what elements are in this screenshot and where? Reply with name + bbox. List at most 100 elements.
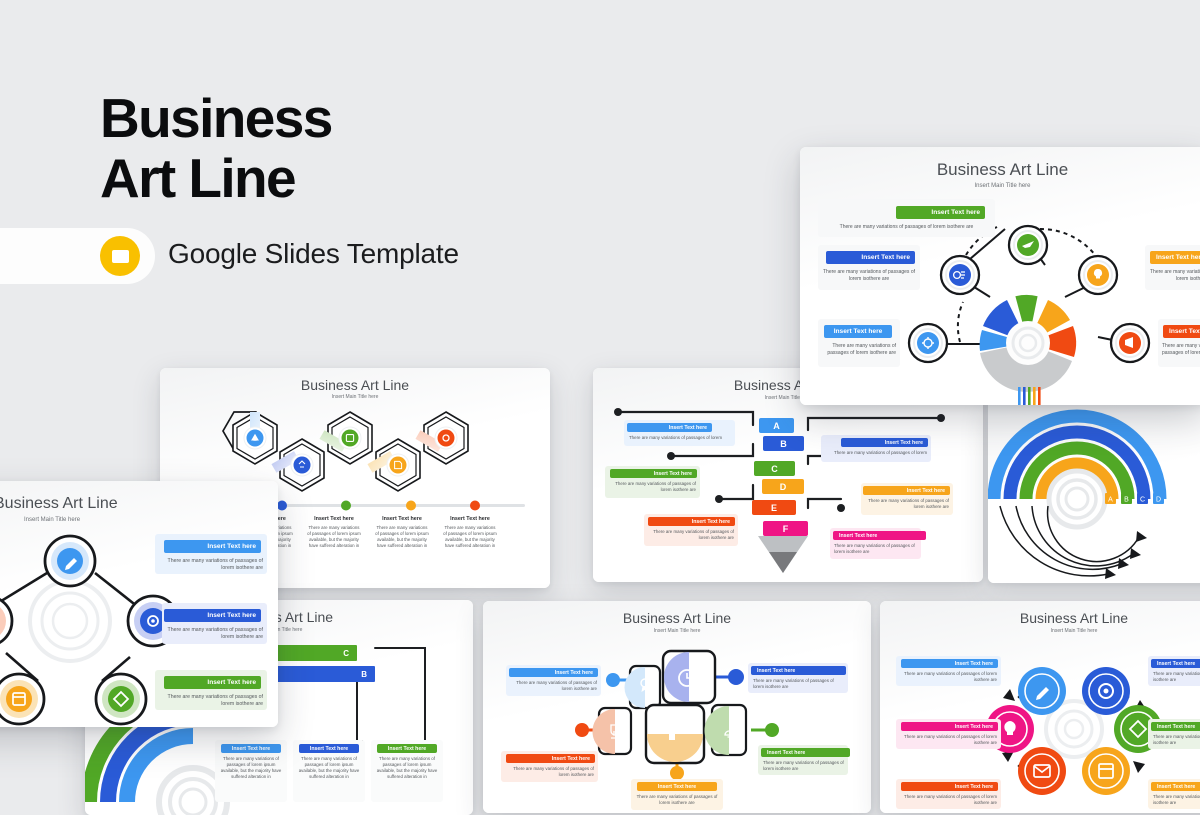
step-letter-a[interactable]: A [759,418,794,433]
page-title: Business Art Line [622,610,732,626]
card-body: There are many variations of passages of… [834,543,915,554]
slide-rounded-square-cluster[interactable]: Business Art Line Insert Main Title here… [483,601,871,813]
list-item[interactable]: Insert Text here There are many variatio… [821,435,931,462]
card-label: Insert Text here [1150,251,1200,264]
hexagon-timeline-graphic [222,411,525,511]
list-item[interactable]: Insert Text here There are many variatio… [1148,719,1200,749]
step-letter-b[interactable]: B [763,436,804,451]
page-title: Business Art Line [0,495,118,512]
card-body: There are many variations of passages of… [839,224,974,230]
list-item[interactable]: Insert Text here There are many variatio… [155,670,267,710]
card-label: Insert Text here [901,782,998,791]
card-label: Insert Text here [901,659,998,668]
list-item[interactable]: Insert Text here There are many variatio… [818,245,920,290]
page-subtitle: Insert Main Title here [24,517,81,523]
list-item[interactable]: Insert Text here There are many variatio… [1148,779,1200,809]
slide-six-step-cycle[interactable]: Business Art Line Insert Main Title here… [880,601,1200,813]
card-label: Insert Text here [896,206,985,219]
funnel-connector-graphic [614,408,945,573]
page-title: Business Art Line [300,377,410,393]
step-letter-e[interactable]: E [752,500,796,515]
list-item[interactable]: Insert Text here There are many variatio… [371,516,433,549]
slide-pentagon-network[interactable]: Business Art Line Insert Main Title here… [0,481,278,727]
card-label: Insert Text here [901,722,998,731]
card-body: There are many variations of passages of… [1150,269,1200,282]
list-item[interactable]: Insert Text here There are many variatio… [830,528,926,559]
list-item[interactable]: Insert Text here There are many variatio… [1145,245,1200,290]
card-body: There are many variations of passages of… [376,756,438,779]
list-item[interactable]: Insert Text here There are many variatio… [861,483,953,515]
page-title: Business Art Line [936,160,1069,179]
list-item[interactable]: Insert Text here There are many variatio… [303,516,365,549]
list-item[interactable]: Insert Text here There are many variatio… [644,514,738,546]
list-item[interactable]: Insert Text here There are many variatio… [371,740,443,802]
list-item[interactable]: Insert Text here There are many variatio… [896,779,1001,809]
card-label: Insert Text here [751,666,846,675]
card-body: There are many variations of passages of… [220,756,282,779]
slide-rainbow-arc[interactable]: AB CD Insert title here There are many v… [988,398,1200,583]
hero-block: Business Art Line Google Slides Template [0,0,700,300]
list-item[interactable]: Insert Text here There are many variatio… [1148,656,1200,686]
list-item[interactable]: Insert Text here There are many variatio… [605,466,700,498]
list-item[interactable]: Insert Text here There are many variatio… [162,603,267,644]
step-letter-f[interactable]: F [763,521,808,536]
card-label: Insert Text here [824,325,892,338]
wheel-graphic [907,224,1151,405]
slide-hexagon-timeline[interactable]: Business Art Line Insert Main Title here… [160,368,550,588]
card-label: Insert Text here [164,540,261,553]
list-item[interactable]: Insert Text here There are many variatio… [631,779,723,810]
card-body: There are many variations of passages of… [653,529,734,540]
card-label: Insert Text here [1151,782,1200,791]
page-title: Business Art Line [1019,610,1129,626]
page-subtitle: Insert Main Title here [1050,628,1098,634]
list-item[interactable]: Insert Text here There are many variatio… [818,319,900,367]
card-label: Insert Text here [1151,659,1200,668]
card-label: Insert Text here [761,748,850,757]
card-body: There are many variations of passages of… [904,734,997,745]
page-title: Business Art Line [100,87,333,209]
card-label: Insert Text here [382,516,422,522]
list-item[interactable]: Insert Text here There are many variatio… [1158,319,1200,367]
page-subtitle: Insert Main Title here [764,395,812,401]
list-item[interactable]: Insert Text here There are many variatio… [293,740,365,802]
card-body: There are many variations of passages of… [167,694,263,708]
card-body: There are many variations of passages of… [513,766,594,777]
card-body: There are many variations of passages of… [307,525,361,549]
list-item[interactable]: Insert Text here There are many variatio… [506,665,601,696]
list-item[interactable]: Insert Text here There are many variatio… [215,740,287,802]
card-body: There are many variations of passages of… [1162,343,1200,356]
card-label: Insert Text here [164,609,261,622]
card-body: There are many variations of passages of… [868,498,949,509]
page-subtitle: Insert Main Title here [974,183,1031,189]
list-item[interactable]: Insert Text here There are many variatio… [624,420,735,446]
card-body: There are many variations of passages of… [823,269,915,282]
step-letter-c[interactable]: C [754,461,795,476]
svg-text:C: C [1140,497,1145,504]
svg-text:B: B [1124,497,1129,504]
square-cluster-graphic [575,649,779,780]
page-subtitle: Insert Main Title here [331,394,379,400]
list-item[interactable]: Insert Text here There are many variatio… [896,656,1001,686]
page-subtitle: Insert Main Title here [653,628,701,634]
pentagon-network-graphic [0,534,180,726]
google-slides-icon [100,236,140,276]
list-item[interactable]: Insert Text here There are many variatio… [818,199,995,237]
list-item[interactable]: Insert Text here There are many variatio… [758,745,850,775]
svg-text:D: D [1156,497,1161,504]
card-label: Insert Text here [1151,722,1200,731]
card-body: There are many variations of passages of… [753,678,834,689]
list-item[interactable]: Insert Text here There are many variatio… [501,751,598,782]
card-label: Insert Text here [164,676,261,689]
list-item[interactable]: Insert Text here There are many variatio… [896,719,1001,749]
slide-hub-and-spoke-wheel[interactable]: Business Art Line Insert Main Title here… [800,147,1200,405]
card-body: There are many variations of passages of… [1153,734,1200,745]
list-item[interactable]: Insert Text here There are many variatio… [155,534,267,574]
card-label: Insert Text here [314,516,354,522]
card-label: Insert Text here [450,516,490,522]
card-body: There are many variations of passages of… [615,481,696,492]
list-item[interactable]: Insert Text here There are many variatio… [439,516,501,549]
list-item[interactable]: Insert Text here There are many variatio… [748,663,848,693]
card-label: Insert Text here [506,754,595,763]
step-letter-d[interactable]: D [762,479,804,494]
